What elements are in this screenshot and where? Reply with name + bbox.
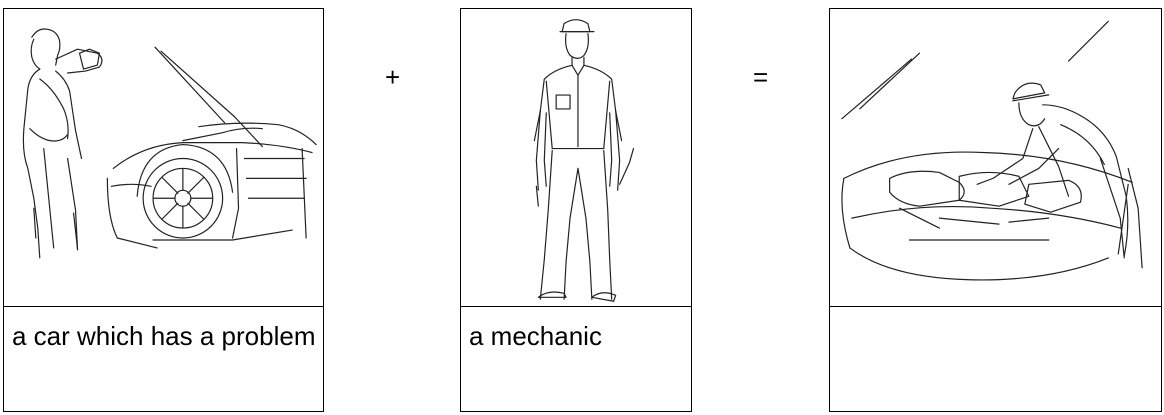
plus-sign: + xyxy=(385,64,400,90)
panel-caption-car-problem: a car which has a problem xyxy=(12,311,317,361)
panel-mechanic-repairing-car xyxy=(829,8,1162,412)
mechanic-repairing-car-illustration xyxy=(830,9,1161,307)
panel-caption-mechanic: a mechanic xyxy=(469,311,685,361)
panel-car-problem: a car which has a problem xyxy=(3,8,324,412)
equals-sign: = xyxy=(753,64,768,90)
panel-mechanic: a mechanic xyxy=(460,8,692,412)
mechanic-illustration xyxy=(461,9,691,307)
car-problem-illustration xyxy=(4,9,323,307)
